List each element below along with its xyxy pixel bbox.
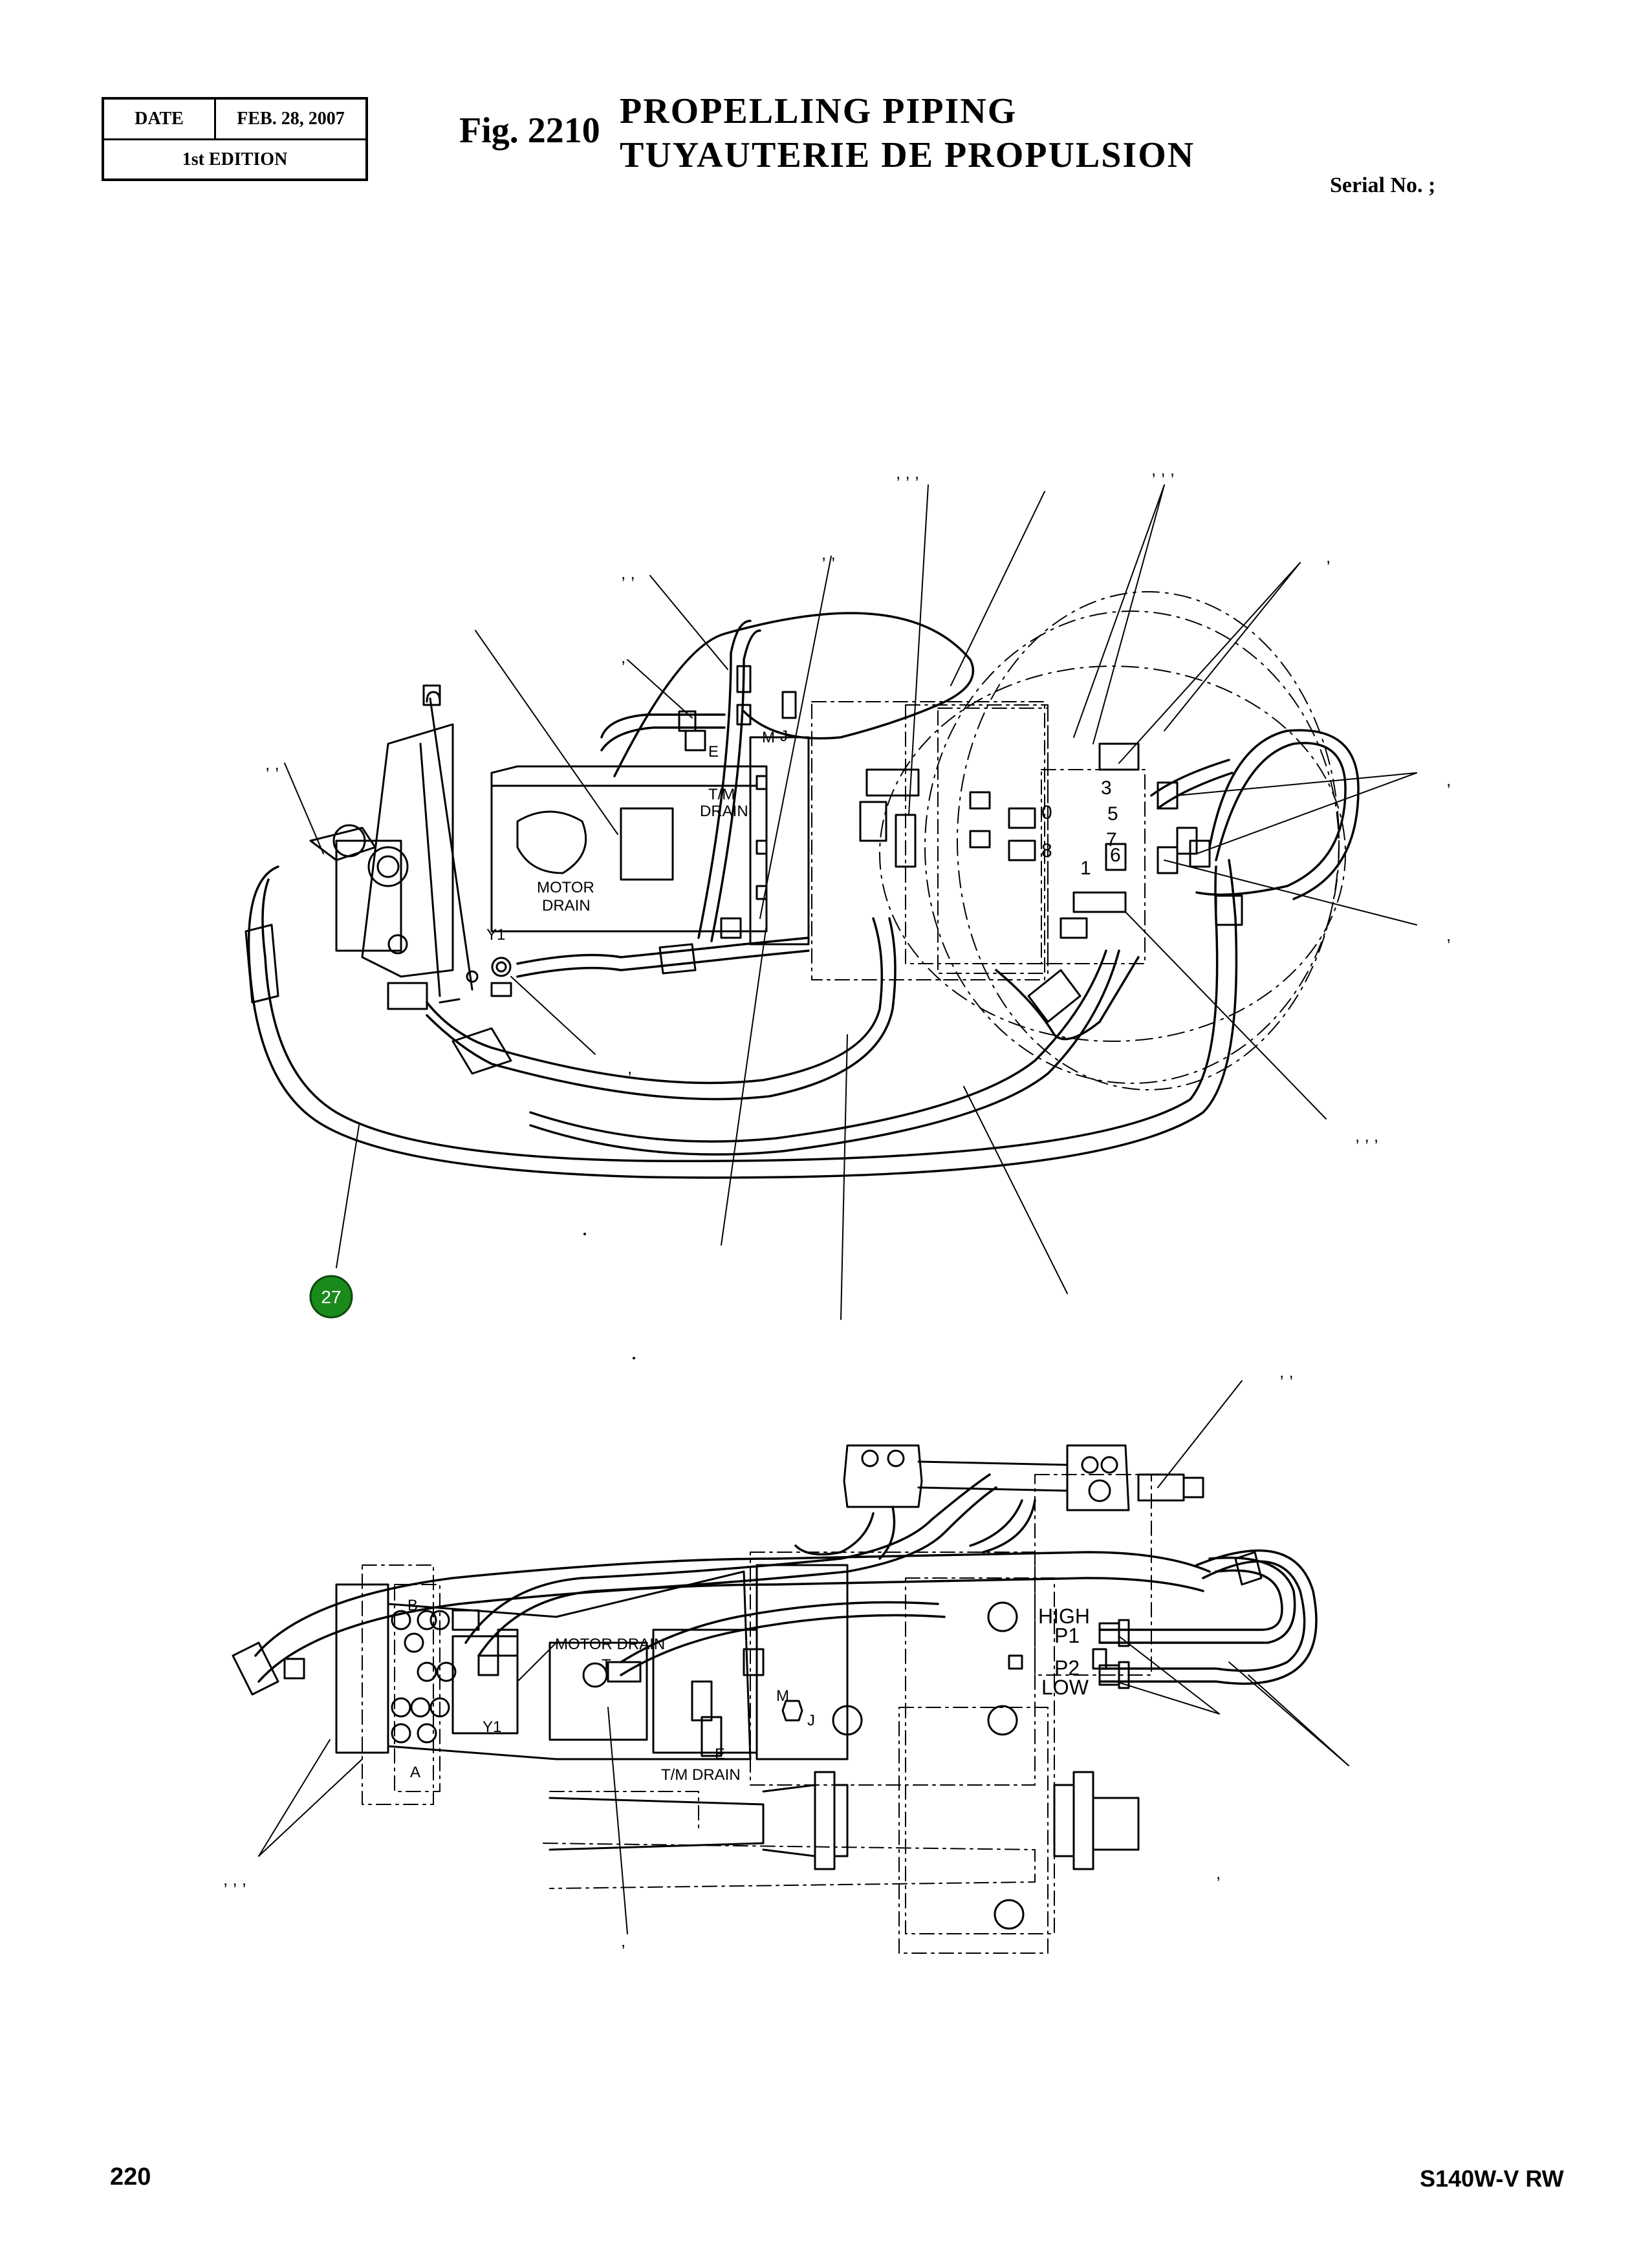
port-1-label: 1 xyxy=(1080,858,1091,879)
upper-transmission-outline xyxy=(811,701,1146,980)
drain-label-upper: DRAIN xyxy=(700,803,748,820)
lower-transmission-outline xyxy=(362,1474,1152,1954)
port-t-label: T xyxy=(602,1656,611,1674)
upper-hose-sleeves xyxy=(245,742,1243,1075)
p2-label: P2 xyxy=(1054,1656,1080,1680)
callout-badge-circle xyxy=(309,1275,353,1319)
title-english: PROPELLING PIPING xyxy=(620,91,1017,131)
p1-label: P1 xyxy=(1054,1624,1080,1647)
date-value: FEB. 28, 2007 xyxy=(237,109,345,129)
upper-fittings xyxy=(491,665,1211,977)
port-m-lower: M xyxy=(776,1687,789,1705)
callout-mark: , xyxy=(1326,547,1331,567)
port-5-label: 5 xyxy=(1107,803,1118,825)
y1-label-lower: Y1 xyxy=(483,1718,501,1736)
upper-motor-body xyxy=(490,736,810,946)
low-label: LOW xyxy=(1041,1676,1089,1699)
port-b-label: B xyxy=(408,1597,418,1614)
callout-mark: , , , xyxy=(1355,1126,1378,1145)
callout-mark: , , xyxy=(265,754,279,774)
callout-mark: , xyxy=(1446,770,1451,790)
lower-propeller-shaft xyxy=(549,1771,1140,1870)
edition-label: 1st EDITION xyxy=(182,149,288,169)
upper-valve-block xyxy=(309,684,512,1010)
motor-drain-label-upper: DRAIN xyxy=(542,897,591,914)
revision-box: DATE FEB. 28, 2007 1st EDITION xyxy=(102,97,368,181)
figure-number: Fig. 2210 xyxy=(459,111,600,151)
lower-leader-lines xyxy=(258,1380,1349,1934)
port-0-label: 0 xyxy=(1041,802,1052,823)
port-8-label: 8 xyxy=(1041,840,1052,861)
model-name: S140W-V RW xyxy=(1420,2165,1564,2192)
tm-drain-label-lower: T/M DRAIN xyxy=(661,1766,741,1784)
callout-mark: , , , xyxy=(223,1870,246,1889)
title-french: TUYAUTERIE DE PROPULSION xyxy=(620,135,1195,175)
motor-drain-label-lower: MOTOR DRAIN xyxy=(555,1636,665,1653)
port-a-label: A xyxy=(410,1764,420,1781)
callout-mark: , xyxy=(621,647,625,667)
callout-mark: , , xyxy=(621,563,635,583)
callout-mark: , xyxy=(1446,925,1451,945)
upper-leader-lines xyxy=(284,484,1417,1320)
lower-fittings xyxy=(232,1551,1263,1757)
callout-mark: , xyxy=(627,1058,632,1077)
date-label: DATE xyxy=(104,100,216,138)
callout-badge-number: 27 xyxy=(321,1287,341,1307)
port-j-lower: J xyxy=(807,1712,815,1729)
callout-mark: , , , xyxy=(1151,460,1175,479)
lower-hoses xyxy=(254,1473,1318,1685)
callout-mark: , , , xyxy=(896,463,919,482)
y1-label-upper: Y1 xyxy=(486,926,505,944)
port-e-upper: E xyxy=(708,743,719,761)
port-m-upper: M xyxy=(762,729,775,746)
callout-mark: , xyxy=(1216,1863,1221,1883)
page-number: 220 xyxy=(110,2163,151,2191)
reference-dots xyxy=(583,1233,635,1359)
callout-mark: , , xyxy=(1279,1362,1294,1381)
port-6-label: 6 xyxy=(1110,845,1121,866)
lower-motor-body xyxy=(335,1564,1025,1930)
port-3-label: 3 xyxy=(1101,777,1112,799)
port-7-label: 7 xyxy=(1106,829,1117,850)
port-e-lower: E xyxy=(715,1746,725,1763)
callout-mark: , , xyxy=(821,544,836,563)
lower-flange-blocks xyxy=(843,1444,1204,1511)
motor-label-upper: MOTOR xyxy=(537,879,594,896)
revision-date-row: DATE FEB. 28, 2007 xyxy=(104,100,365,140)
serial-number: Serial No. ; xyxy=(1330,173,1436,197)
callout-mark: , xyxy=(621,1931,625,1951)
tm-label-upper: T/M xyxy=(708,786,735,803)
port-j-upper: J xyxy=(780,728,788,745)
high-label: HIGH xyxy=(1038,1605,1090,1628)
callout-badge-27: 27 xyxy=(309,1275,353,1319)
